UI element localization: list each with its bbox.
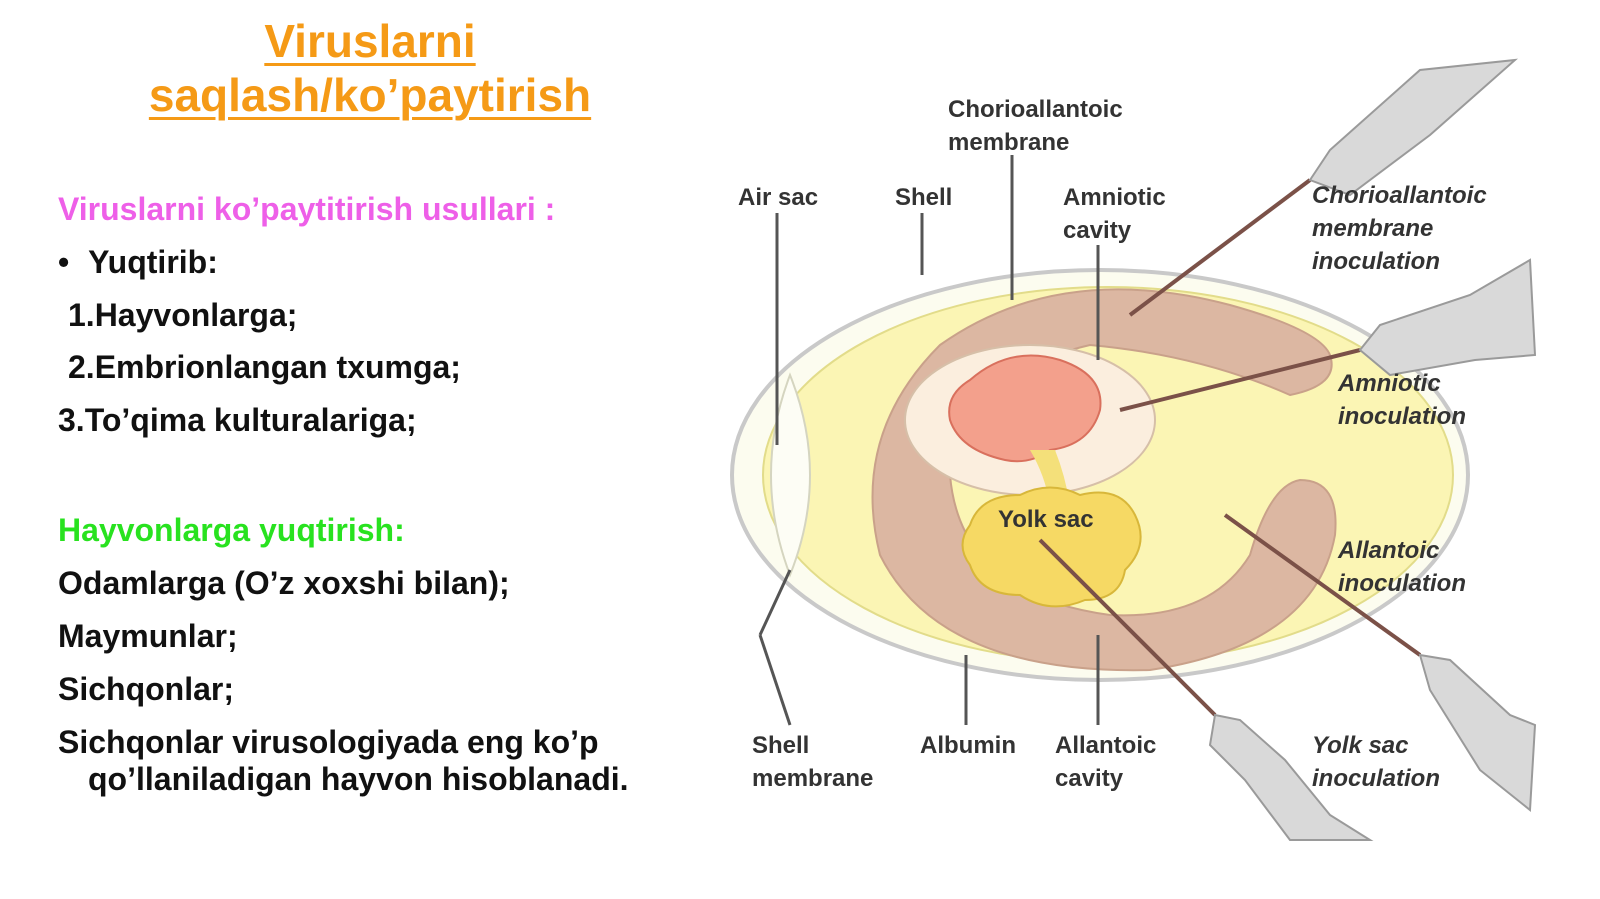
note-line-1: Sichqonlar virusologiyada eng ko’p <box>58 724 599 760</box>
needle-chorio <box>1128 178 1312 317</box>
label-albumin: Albumin <box>920 732 1016 759</box>
animals-heading: Hayvonlarga yuqtirish: <box>58 512 405 548</box>
label-yolk-sac: Yolk sac <box>998 506 1094 533</box>
label-inoc-chorio-2: membrane <box>1312 215 1433 242</box>
label-amniotic-1: Amniotic <box>1063 184 1166 211</box>
needle-yolk <box>1038 538 1217 717</box>
label-inoc-allantoic-1: Allantoic <box>1337 537 1439 564</box>
air-sac <box>770 372 812 578</box>
label-chorio-membrane-2: membrane <box>948 129 1069 156</box>
label-inoc-amniotic-2: inoculation <box>1338 403 1466 430</box>
note-line-2: qo’llaniladigan hayvon hisoblanadi. <box>88 761 629 797</box>
syringe-yolk <box>1208 713 1374 841</box>
syringes <box>1208 58 1537 841</box>
slide-title: Viruslarni saqlash/ko’paytirish <box>60 14 680 122</box>
bullet-item: • Yuqtirib: <box>58 243 218 281</box>
leader-shell-membrane <box>758 569 792 636</box>
label-allantoic-1: Allantoic <box>1055 732 1156 759</box>
title-line-2: saqlash/ko’paytirish <box>148 69 592 121</box>
method-1: 1.Hayvonlarga; <box>68 297 298 333</box>
needle-amniotic <box>1119 348 1361 412</box>
animal-2: Maymunlar; <box>58 618 238 654</box>
infect-label: Yuqtirib: <box>88 244 218 280</box>
title-line-1: Viruslarni <box>264 15 476 67</box>
label-amniotic-2: cavity <box>1063 217 1132 244</box>
label-inoc-amniotic-1: Amniotic <box>1337 370 1441 397</box>
syringe-allantoic <box>1418 653 1537 812</box>
label-inoc-yolk-2: inoculation <box>1312 765 1440 792</box>
bullet-dot: • <box>58 244 70 280</box>
syringe-chorio <box>1308 58 1519 197</box>
needle-allantoic <box>1223 513 1422 657</box>
label-inoc-chorio-1: Chorioallantoic <box>1312 182 1487 209</box>
label-shell: Shell <box>895 184 952 211</box>
egg-inoculation-diagram: Chorioallantoic membrane Air sac Shell A… <box>730 58 1537 841</box>
methods-heading: Viruslarni ko’paytitirish usullari : <box>58 191 556 227</box>
label-shell-membrane-2: membrane <box>752 765 873 792</box>
needles <box>1038 178 1422 717</box>
method-2: 2.Embrionlangan txumga; <box>68 349 461 385</box>
label-inoc-allantoic-2: inoculation <box>1338 570 1466 597</box>
embryo <box>948 354 1102 463</box>
animal-3: Sichqonlar; <box>58 671 235 707</box>
label-inoc-yolk-1: Yolk sac <box>1312 732 1409 759</box>
method-3: 3.To’qima kulturalariga; <box>58 402 417 438</box>
label-chorio-membrane-1: Chorioallantoic <box>948 96 1123 123</box>
label-allantoic-2: cavity <box>1055 765 1124 792</box>
label-air-sac: Air sac <box>738 184 818 211</box>
leader-shell-membrane-2 <box>758 634 792 726</box>
label-shell-membrane-1: Shell <box>752 732 809 759</box>
animal-1: Odamlarga (O’z xoxshi bilan); <box>58 565 510 601</box>
yolk-sac <box>961 486 1142 608</box>
label-inoc-chorio-3: inoculation <box>1312 248 1440 275</box>
syringe-amniotic <box>1358 258 1537 377</box>
leader-lines <box>758 155 1100 726</box>
